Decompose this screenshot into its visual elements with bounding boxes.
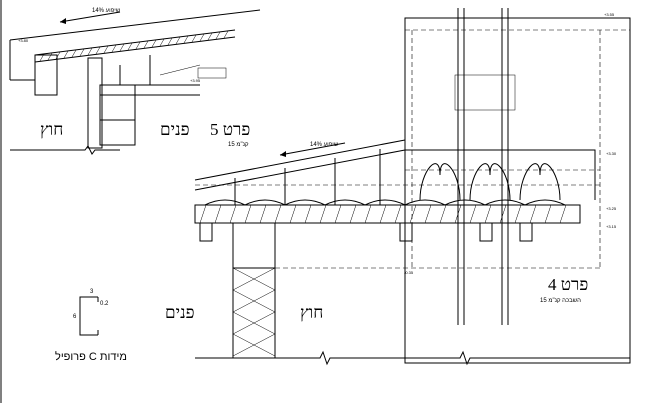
detail4-slab-hatch — [199, 204, 567, 224]
detail5-title: פרט 5 — [210, 120, 250, 139]
profile-dim-side: 6 — [73, 314, 77, 320]
detail4-frame — [404, 17, 631, 364]
detail4-hanger-3 — [479, 222, 493, 242]
detail5-note-1: +3.95 — [190, 78, 201, 83]
detail5-break-line — [10, 145, 120, 155]
profile-label: פרופיל C מידות — [55, 350, 127, 363]
detail-4-group: שיפוע 14% פרט 4 השבכה קנ"מ 15 פנים חוץ +… — [165, 8, 631, 366]
detail5-inside-label: פנים — [160, 120, 190, 139]
profile-c-shape — [79, 296, 98, 336]
profile-c-group: 3 6 0.2 פרופיל C מידות — [55, 289, 127, 363]
detail4-slope-label: שיפוע 14% — [310, 142, 339, 148]
detail5-wall-lower — [99, 119, 136, 146]
detail4-slab — [194, 204, 581, 224]
detail4-slab-waves — [204, 199, 566, 206]
detail4-note-3: +3.25 — [606, 206, 617, 211]
detail5-roof-panel-top — [34, 29, 236, 56]
detail4-slope-arrowhead — [280, 151, 286, 157]
detail4-note-1: +3.55 — [604, 12, 615, 17]
detail5-slope-label: שיפוע 14% — [92, 8, 121, 14]
detail5-note-2: +3.80 — [18, 38, 29, 43]
detail5-gutter — [34, 54, 58, 96]
detail4-inside-label: פנים — [165, 303, 195, 322]
detail5-leader — [159, 64, 201, 76]
detail4-roof-slope — [194, 139, 406, 181]
detail4-title: פרט 4 — [548, 275, 588, 294]
detail4-scale: השבכה קנ"מ 15 — [540, 298, 581, 304]
detail5-roof-hatch — [39, 30, 229, 62]
detail5-wall-block — [99, 84, 136, 121]
detail4-note-4: +3.15 — [606, 224, 617, 229]
detail5-roof-top — [9, 9, 261, 41]
detail4-ridge-frame — [404, 149, 596, 200]
detail4-roof-slope-2 — [194, 149, 406, 191]
detail5-outside-label: חוץ — [40, 120, 63, 139]
detail5-column — [87, 57, 103, 149]
detail4-lattice-diagonals — [232, 267, 276, 357]
profile-dim-lip: 0.2 — [100, 301, 109, 307]
detail5-slope-arrowhead — [60, 18, 66, 24]
detail4-wall-block — [232, 222, 276, 269]
detail4-note-5: -0.35 — [404, 270, 414, 275]
detail4-hanger-2 — [399, 222, 413, 242]
detail4-note-box — [454, 74, 516, 111]
detail5-slope-arrow — [59, 11, 121, 23]
detail4-truss-verticals — [234, 149, 381, 205]
detail5-scale: קנ"מ 15 — [228, 142, 249, 148]
detail5-eave — [9, 40, 35, 81]
detail-5-group: שיפוע 14% +3.95 +3.80 פרט 5 קנ"מ 15 פנים… — [9, 8, 261, 155]
detail5-roof-panel-bottom — [34, 36, 236, 63]
detail4-hanger-4 — [519, 222, 533, 242]
detail4-hanger-1 — [199, 222, 213, 242]
detail4-ridge-waves — [419, 163, 561, 201]
detail5-note-box — [197, 67, 227, 79]
detail4-outside-label: חוץ — [300, 303, 323, 322]
detail4-break-line — [195, 350, 630, 366]
detail4-slope-arrow — [279, 142, 346, 156]
profile-dim-top: 3 — [90, 289, 94, 295]
detail4-lattice-column — [232, 267, 276, 359]
detail4-note-2: +3.30 — [606, 151, 617, 156]
